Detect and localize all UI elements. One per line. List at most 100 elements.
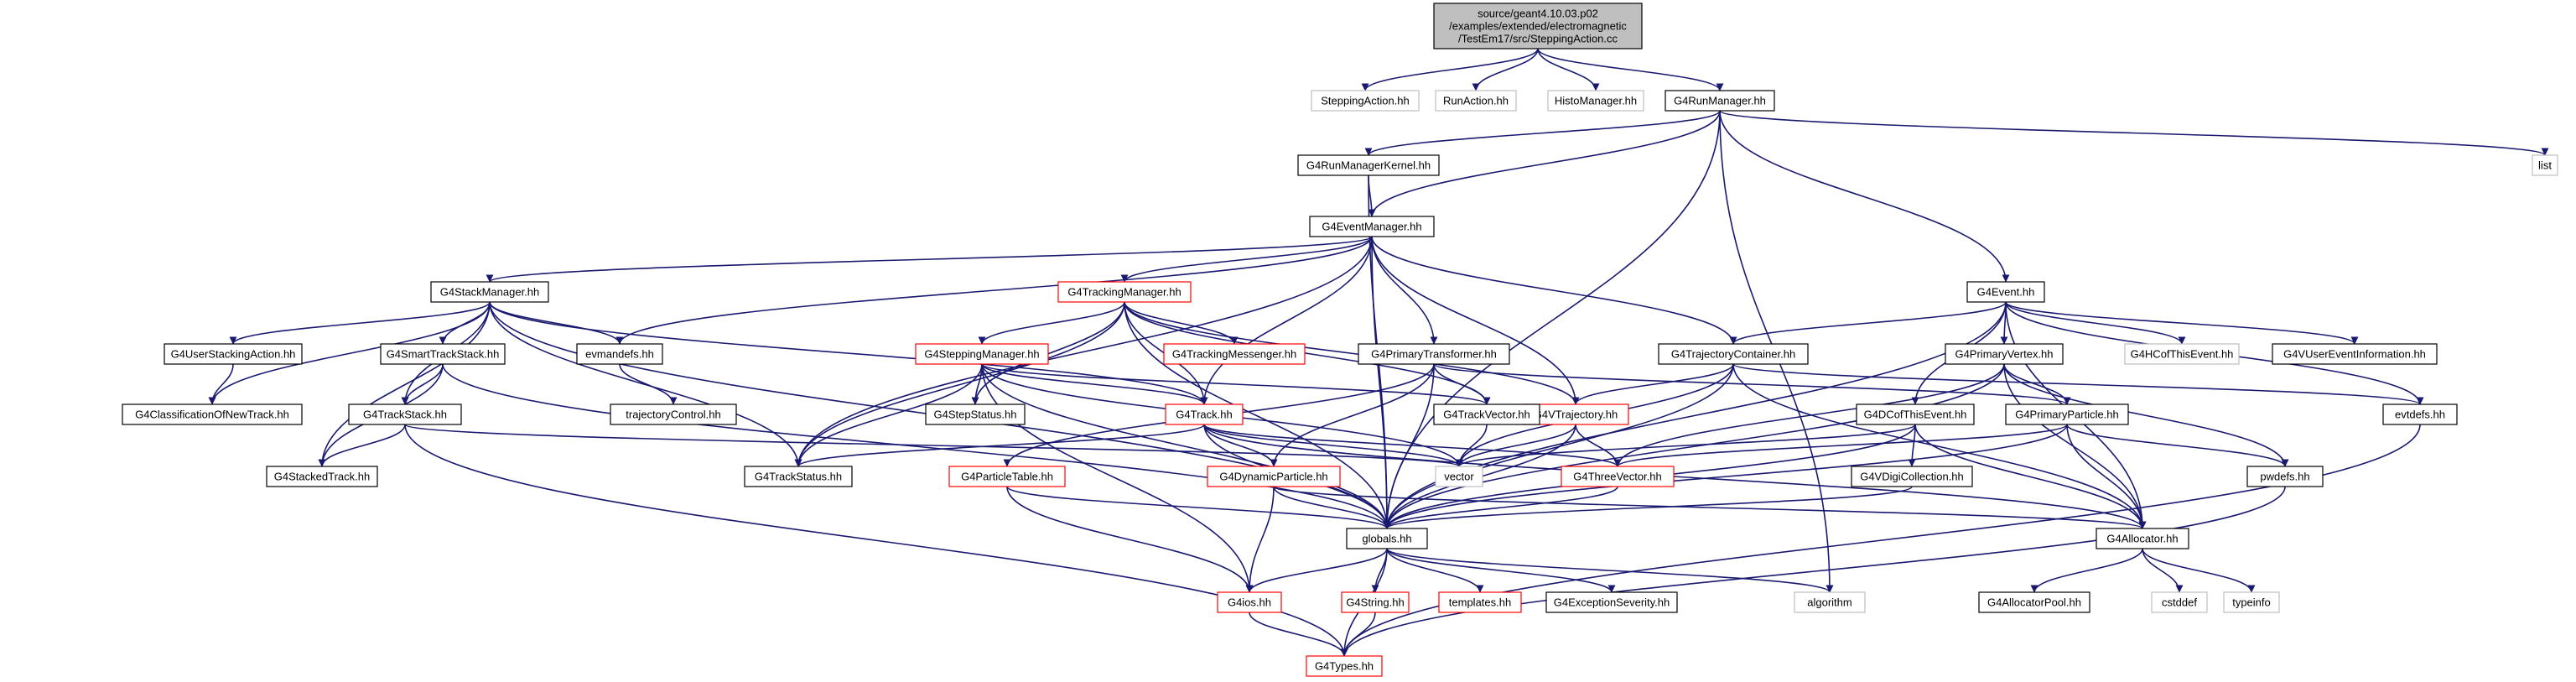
edge-g4-trajectory-container-to-evtdefs xyxy=(1732,363,2424,405)
node-g4-track-vector[interactable]: G4TrackVector.hh xyxy=(1433,403,1540,425)
node-label: G4DynamicParticle.hh xyxy=(1219,471,1327,483)
node-box xyxy=(1856,403,1975,425)
node-stepping-action[interactable]: SteppingAction.hh xyxy=(1311,90,1420,112)
node-box xyxy=(1341,591,1410,613)
node-g4-run-manager-kernel[interactable]: G4RunManagerKernel.hh xyxy=(1297,154,1440,176)
node-g4-three-vector[interactable]: G4ThreeVector.hh xyxy=(1561,466,1675,487)
node-g4-tracking-manager[interactable]: G4TrackingManager.hh xyxy=(1057,281,1192,303)
edge-g4-stepping-manager-to-g4-track-status xyxy=(794,363,983,467)
node-g4-run-manager[interactable]: G4RunManager.hh xyxy=(1665,90,1775,112)
node-box xyxy=(2005,403,2129,425)
edge-g4-dcof-this-event-to-g4-vdigi-collection xyxy=(1908,424,1916,467)
node-list[interactable]: list xyxy=(2532,154,2558,176)
node-box xyxy=(1665,90,1775,112)
node-typeinfo[interactable]: typeinfo xyxy=(2223,591,2280,613)
node-g4-stepping-manager[interactable]: G4SteppingManager.hh xyxy=(915,343,1049,365)
edge-g4-particle-table-to-g4ios xyxy=(1006,486,1254,593)
node-box xyxy=(348,403,462,425)
node-vector[interactable]: vector xyxy=(1435,466,1483,487)
node-g4-tracking-messenger[interactable]: G4TrackingMessenger.hh xyxy=(1163,343,1306,365)
node-g4-hcof-this-event[interactable]: G4HCofThisEvent.hh xyxy=(2124,343,2240,365)
node-box xyxy=(1163,343,1306,365)
node-g4-trajectory-container[interactable]: G4TrajectoryContainer.hh xyxy=(1658,343,1809,365)
node-box xyxy=(1311,90,1420,112)
node-g4-primary-vertex[interactable]: G4PrimaryVertex.hh xyxy=(1945,343,2064,365)
node-g4ios[interactable]: G4ios.hh xyxy=(1217,591,1282,613)
node-label: vector xyxy=(1444,471,1474,483)
node-histo-manager[interactable]: HistoManager.hh xyxy=(1547,90,1644,112)
node-box xyxy=(122,403,303,425)
node-box xyxy=(744,466,853,487)
node-g4-string[interactable]: G4String.hh xyxy=(1341,591,1410,613)
node-templates[interactable]: templates.hh xyxy=(1438,591,1522,613)
node-g4-classification-of-new-track[interactable]: G4ClassificationOfNewTrack.hh xyxy=(122,403,303,425)
edge-g4-event-manager-to-g4-primary-transformer xyxy=(1371,236,1438,345)
edge-g4-primary-vertex-to-pwdefs xyxy=(2003,363,2289,467)
nodes-layer: source/geant4.10.03.p02/examples/extende… xyxy=(122,3,2558,677)
node-label: SteppingAction.hh xyxy=(1321,95,1410,107)
node-label: G4VUserEventInformation.hh xyxy=(2283,348,2426,361)
edge-g4-stepping-manager-to-globals xyxy=(981,363,1391,529)
node-g4-particle-table[interactable]: G4ParticleTable.hh xyxy=(948,466,1066,487)
edge-g4-trajectory-container-to-g4-allocator xyxy=(1732,363,2147,529)
node-g4-stack-manager[interactable]: G4StackManager.hh xyxy=(430,281,549,303)
node-g4-track-stack[interactable]: G4TrackStack.hh xyxy=(348,403,462,425)
node-evtdefs[interactable]: evtdefs.hh xyxy=(2382,403,2458,425)
edge-g4-event-manager-to-g4-track-status xyxy=(794,236,1373,467)
edge-g4-event-manager-to-evmandefs xyxy=(615,236,1373,345)
node-run-action[interactable]: RunAction.hh xyxy=(1435,90,1517,112)
node-g4-types[interactable]: G4Types.hh xyxy=(1306,655,1383,677)
node-g4-vtrajectory[interactable]: G4VTrajectory.hh xyxy=(1522,403,1629,425)
node-g4-track-status[interactable]: G4TrackStatus.hh xyxy=(744,466,853,487)
node-g4-event[interactable]: G4Event.hh xyxy=(1966,281,2045,303)
node-box xyxy=(164,343,303,365)
edge-g4-tracking-manager-to-g4-step-status xyxy=(971,301,1125,405)
node-trajectory-control[interactable]: trajectoryControl.hh xyxy=(610,403,737,425)
node-box xyxy=(610,403,737,425)
node-label: G4RunManager.hh xyxy=(1674,95,1766,107)
edge-g4-tracking-manager-to-globals xyxy=(1124,301,1391,529)
node-g4-vdigi-collection[interactable]: G4VDigiCollection.hh xyxy=(1851,466,1973,487)
node-g4-allocator-pool[interactable]: G4AllocatorPool.hh xyxy=(1978,591,2090,613)
node-globals[interactable]: globals.hh xyxy=(1346,528,1428,549)
node-algorithm[interactable]: algorithm xyxy=(1794,591,1866,613)
edge-g4-stack-manager-to-g4-smart-track-stack xyxy=(439,301,491,345)
node-g4-dynamic-particle[interactable]: G4DynamicParticle.hh xyxy=(1207,466,1341,487)
edge-g4-run-manager-to-g4-event-manager xyxy=(1368,110,1721,217)
node-g4-track[interactable]: G4Track.hh xyxy=(1165,403,1244,425)
node-g4-step-status[interactable]: G4StepStatus.hh xyxy=(925,403,1026,425)
node-g4-event-manager[interactable]: G4EventManager.hh xyxy=(1309,216,1435,237)
node-label: G4TrackVector.hh xyxy=(1443,409,1530,421)
node-g4-stacked-track[interactable]: G4StackedTrack.hh xyxy=(266,466,378,487)
node-box xyxy=(2382,403,2458,425)
node-label: algorithm xyxy=(1807,596,1852,609)
node-box xyxy=(1966,281,2045,303)
node-box xyxy=(1358,343,1510,365)
node-label: G4PrimaryVertex.hh xyxy=(1955,348,2053,361)
edge-g4-track-to-g4-three-vector xyxy=(1203,424,1622,467)
node-g4-dcof-this-event[interactable]: G4DCofThisEvent.hh xyxy=(1856,403,1975,425)
node-g4-user-stacking-action[interactable]: G4UserStackingAction.hh xyxy=(164,343,303,365)
edge-g4-user-stacking-action-to-g4-classification-of-new-track xyxy=(208,363,234,405)
node-g4-allocator[interactable]: G4Allocator.hh xyxy=(2096,528,2189,549)
node-pwdefs[interactable]: pwdefs.hh xyxy=(2246,466,2324,487)
node-evmandefs[interactable]: evmandefs.hh xyxy=(576,343,663,365)
node-label: G4TrackingManager.hh xyxy=(1067,286,1181,299)
node-label: G4VTrajectory.hh xyxy=(1534,409,1618,421)
node-box xyxy=(1851,466,1973,487)
node-root[interactable]: source/geant4.10.03.p02/examples/extende… xyxy=(1433,3,1643,49)
edge-g4-event-to-g4-vuser-event-information xyxy=(2005,301,2359,345)
edge-g4-track-to-g4-dynamic-particle xyxy=(1203,424,1278,467)
edge-g4-primary-transformer-to-g4-dynamic-particle xyxy=(1270,363,1435,467)
node-g4-smart-track-stack[interactable]: G4SmartTrackStack.hh xyxy=(380,343,506,365)
node-g4-vuser-event-information[interactable]: G4VUserEventInformation.hh xyxy=(2272,343,2438,365)
node-label: G4StepStatus.hh xyxy=(933,409,1016,421)
node-g4-exception-severity[interactable]: G4ExceptionSeverity.hh xyxy=(1545,591,1678,613)
edge-g4-stepping-manager-to-g4ios xyxy=(981,363,1254,593)
node-g4-primary-transformer[interactable]: G4PrimaryTransformer.hh xyxy=(1358,343,1510,365)
edge-g4-stack-manager-to-g4-classification-of-new-track xyxy=(208,301,491,405)
edge-g4-allocator-to-g4-allocator-pool xyxy=(2030,548,2143,593)
node-cstddef[interactable]: cstddef xyxy=(2151,591,2208,613)
node-g4-primary-particle[interactable]: G4PrimaryParticle.hh xyxy=(2005,403,2129,425)
node-box xyxy=(2223,591,2280,613)
